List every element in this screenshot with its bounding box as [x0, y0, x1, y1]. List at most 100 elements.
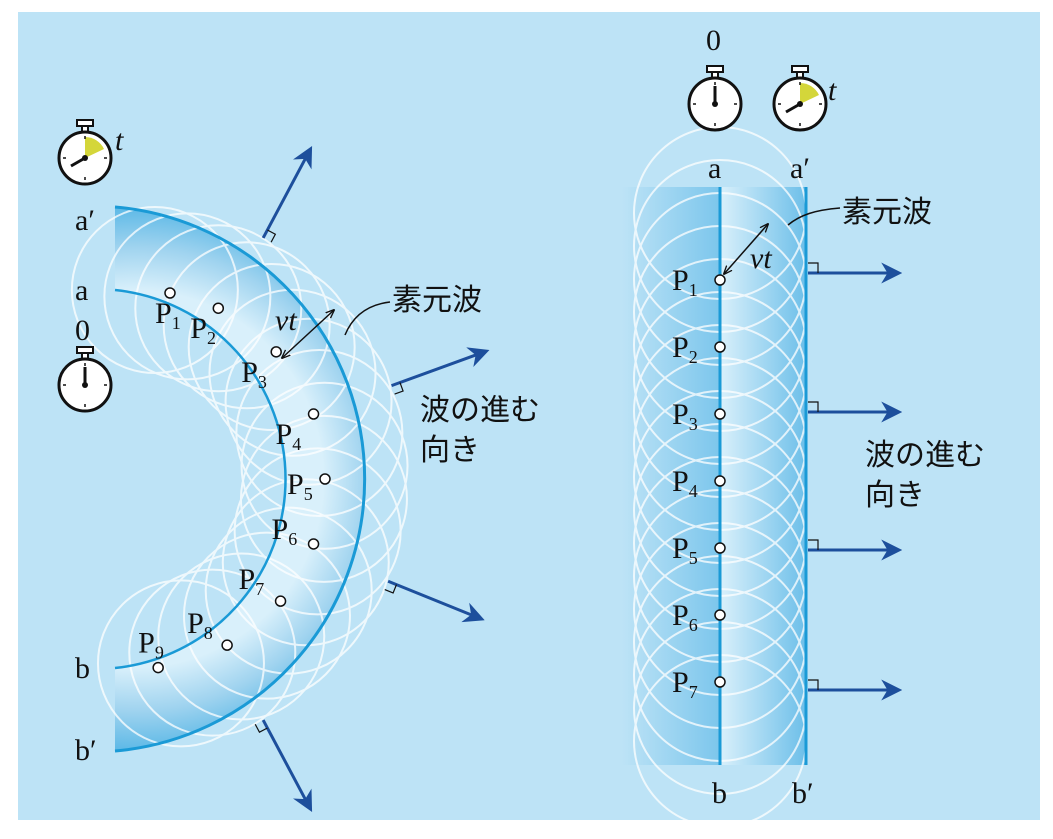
label-b-prime: b′ — [792, 777, 814, 810]
propagation-arrows — [254, 145, 490, 813]
point-subscript: 5 — [304, 484, 313, 504]
point-label: P3 — [672, 398, 698, 434]
direction-label-line2: 向き — [865, 478, 925, 513]
point-label: P5 — [287, 468, 313, 504]
source-point — [307, 538, 320, 550]
point-subscript: 6 — [288, 529, 297, 549]
source-point — [714, 542, 726, 554]
direction-label-line1: 波の進む — [865, 438, 985, 473]
point-subscript: 3 — [258, 372, 267, 392]
source-point — [319, 473, 331, 485]
point-label: P6 — [672, 599, 698, 635]
right-angle-mark — [384, 584, 398, 594]
stopwatch-t-icon — [57, 119, 113, 186]
point-label: P4 — [276, 418, 302, 454]
stopwatch-pivot — [82, 382, 88, 388]
wavelet-circle — [187, 263, 356, 432]
point-name: P — [672, 398, 689, 431]
wavelet-circle — [233, 447, 402, 616]
point-subscript: 9 — [155, 643, 164, 663]
point-label: P1 — [155, 297, 181, 333]
point-subscript: 1 — [689, 280, 698, 300]
point-subscript: 3 — [689, 414, 698, 434]
point-subscript: 4 — [689, 481, 698, 501]
source-point — [164, 287, 176, 299]
time-t-label: t — [115, 124, 124, 157]
point-label: P1 — [672, 264, 698, 300]
right-angle-mark — [808, 679, 819, 690]
point-name: P — [287, 468, 304, 501]
stopwatch-pivot — [712, 101, 718, 107]
label-a-prime: a′ — [75, 204, 95, 237]
point-subscript: 4 — [292, 434, 301, 454]
vt-label: vt — [750, 242, 772, 275]
source-point — [152, 661, 164, 674]
point-name: P — [672, 532, 689, 565]
direction-label-line2: 向き — [420, 433, 480, 468]
stopwatch-zero-icon — [687, 65, 743, 132]
time-zero-label: 0 — [706, 24, 721, 57]
vt-distance-marker — [724, 224, 768, 274]
direction-label-line1: 波の進む — [420, 393, 540, 428]
label-a-prime: a′ — [790, 152, 810, 185]
wavelet-circle — [128, 568, 297, 737]
point-label: P6 — [272, 513, 298, 549]
wavelet-circle — [240, 381, 409, 550]
stopwatch-zero-icon — [57, 346, 113, 413]
wavefront-a-prime-b-prime — [114, 205, 367, 753]
point-subscript: 5 — [689, 548, 698, 568]
right-angle-mark — [808, 262, 819, 273]
direction-arrow — [391, 347, 490, 388]
label-a: a — [75, 274, 88, 307]
band-between — [720, 187, 806, 765]
elementary-wavelets — [70, 206, 409, 748]
source-point — [270, 346, 282, 358]
point-name: P — [241, 356, 258, 389]
point-name: P — [672, 465, 689, 498]
point-label: P2 — [672, 331, 698, 367]
point-label: P3 — [241, 356, 267, 392]
point-subscript: 2 — [689, 347, 698, 367]
elapsed-time-sector — [85, 136, 104, 158]
source-point — [274, 595, 287, 607]
point-label: P8 — [187, 607, 213, 643]
source-point — [714, 609, 726, 621]
direction-arrow — [261, 145, 313, 239]
source-point — [714, 475, 726, 487]
point-name: P — [190, 312, 207, 345]
point-name: P — [187, 607, 204, 640]
direction-arrow — [387, 579, 485, 623]
point-name: P — [672, 331, 689, 364]
wavelet-circle — [103, 212, 272, 381]
point-label: P9 — [138, 627, 164, 663]
stopwatch-pivot — [82, 155, 88, 161]
point-name: P — [155, 297, 172, 330]
point-subscript: 1 — [172, 313, 181, 333]
point-subscript: 2 — [207, 328, 216, 348]
source-point — [212, 302, 225, 314]
point-label: P2 — [190, 312, 216, 348]
right-angle-mark — [808, 401, 819, 412]
direction-arrow — [261, 719, 313, 813]
label-b: b — [75, 652, 90, 685]
wavelet-circle — [204, 506, 373, 675]
point-name: P — [672, 666, 689, 699]
point-label: P4 — [672, 465, 698, 501]
stopwatch-t-icon — [772, 65, 828, 132]
source-point — [714, 676, 726, 688]
point-name: P — [672, 264, 689, 297]
wavefront-ab — [114, 288, 287, 670]
wavelet-circle — [221, 478, 390, 647]
elapsed-time-sector — [800, 82, 819, 104]
point-name: P — [672, 599, 689, 632]
right-angle-mark — [394, 382, 404, 395]
vt-distance-marker — [282, 310, 334, 358]
vt-label: vt — [275, 304, 297, 337]
point-subscript: 7 — [255, 579, 264, 599]
elementary-wave-leader — [344, 301, 391, 336]
point-label: P7 — [239, 563, 265, 599]
point-subscript: 7 — [689, 682, 698, 702]
point-name: P — [138, 627, 155, 660]
right-angle-mark — [254, 723, 268, 734]
